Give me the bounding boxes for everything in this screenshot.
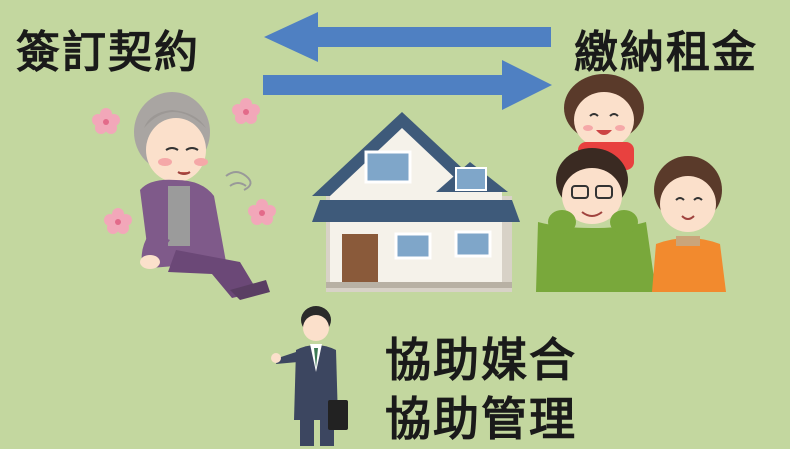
house-icon <box>312 112 520 292</box>
family-icon <box>536 74 726 292</box>
label-sign-contract: 簽訂契約 <box>16 27 200 78</box>
label-pay-rent: 繳納租金 <box>574 27 758 78</box>
arrow-right <box>263 60 552 110</box>
flower-icon <box>92 108 120 134</box>
elderly-woman-icon <box>134 92 270 300</box>
flower-icon <box>104 208 132 234</box>
agent-businessman-icon <box>271 306 348 446</box>
label-assist-management: 協助管理 <box>385 392 577 446</box>
arrow-left <box>264 12 551 62</box>
label-assist-matching: 協助媒合 <box>385 333 577 387</box>
flower-icon <box>232 98 260 124</box>
flower-icon <box>248 199 276 225</box>
